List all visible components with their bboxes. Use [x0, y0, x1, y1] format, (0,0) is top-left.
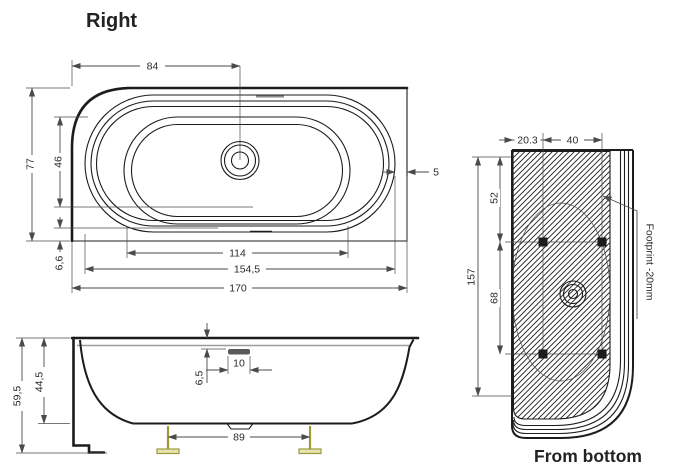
dim-drain-from-left: 84 — [71, 60, 241, 86]
title-from-bottom: From bottom — [534, 446, 642, 466]
dim-label-44-5: 44,5 — [34, 372, 46, 393]
footprint-hatch — [513, 151, 610, 419]
shell-outline-1 — [511, 150, 634, 439]
dim-label-68: 68 — [489, 292, 501, 304]
foot-left — [156, 426, 180, 455]
foot-bottom-right — [597, 349, 607, 359]
drain-bump — [226, 423, 254, 430]
dim-body-height: 44,5 — [33, 337, 70, 424]
dim-rim-gap-bottom: 6,6 — [54, 217, 218, 271]
dim-label-154-5: 154,5 — [234, 264, 260, 276]
title-right: Right — [86, 10, 137, 32]
dim-label-46: 46 — [53, 156, 65, 168]
dim-label-114: 114 — [229, 248, 246, 260]
dim-overflow-offset: 6,5 — [194, 323, 226, 386]
foot-top-left — [538, 237, 548, 247]
drain-bottom — [559, 280, 587, 308]
dim-label-52: 52 — [489, 192, 501, 204]
dim-footprint-length: 157 — [465, 156, 512, 397]
basin-oval-inner — [130, 123, 344, 218]
dim-feet-inset-left: 20.3 — [499, 134, 543, 147]
dim-label-170: 170 — [229, 283, 247, 295]
dim-label-20-3: 20.3 — [517, 135, 538, 147]
tub-surround-outline-thick — [70, 86, 409, 243]
dim-basin-length: 114 — [126, 226, 349, 260]
dim-label-89: 89 — [233, 432, 245, 444]
dim-rim-length: 154,5 — [84, 176, 396, 276]
dim-total-height: 59,5 — [11, 337, 107, 454]
foot-top-right — [597, 237, 607, 247]
dim-label-84: 84 — [147, 61, 159, 73]
footprint-annotation: Footprint -20mm — [602, 195, 656, 319]
foot-bottom-left — [538, 349, 548, 359]
dim-overflow-slot-width: 10 — [206, 356, 272, 374]
dim-basin-width: 46 — [52, 116, 253, 208]
shell-outline-2 — [512, 150, 630, 435]
dim-rim-gap-right: 5 — [383, 167, 439, 179]
foot-right — [298, 426, 322, 455]
overflow-slot — [228, 349, 250, 355]
top-view: 84 77 46 6,6 — [24, 60, 439, 295]
shell-outline-3 — [512, 150, 626, 431]
side-view: 89 59,5 44,5 6,5 — [11, 323, 420, 455]
dim-label-40: 40 — [567, 135, 579, 147]
skirt-left — [72, 336, 106, 454]
tub-wall-right — [351, 339, 415, 425]
dim-label-59-5: 59,5 — [12, 386, 24, 407]
shell-outline-4 — [513, 150, 622, 427]
bottom-view: 20.3 40 52 68 — [465, 133, 656, 439]
basin-projection — [513, 202, 610, 382]
dim-feet-spacing-vertical: 68 — [488, 241, 504, 355]
dim-label-6-5: 6,5 — [194, 371, 206, 386]
dim-label-10: 10 — [233, 358, 245, 370]
dim-feet-spacing: 89 — [167, 431, 311, 444]
dim-label-157: 157 — [466, 268, 478, 286]
tub-wall-left — [79, 339, 134, 425]
dim-label-77: 77 — [25, 158, 37, 170]
dim-overall-length: 170 — [71, 176, 408, 295]
dim-overall-width: 77 — [24, 87, 70, 242]
footprint-border — [512, 150, 611, 420]
drain-top — [220, 66, 260, 181]
basin-oval-outer — [123, 116, 351, 225]
dim-label-6-6: 6,6 — [54, 256, 66, 271]
dim-label-5: 5 — [433, 167, 439, 179]
footprint-annotation-label: Footprint -20mm — [644, 223, 656, 300]
dim-feet-spacing-horizontal: 40 — [542, 134, 603, 147]
